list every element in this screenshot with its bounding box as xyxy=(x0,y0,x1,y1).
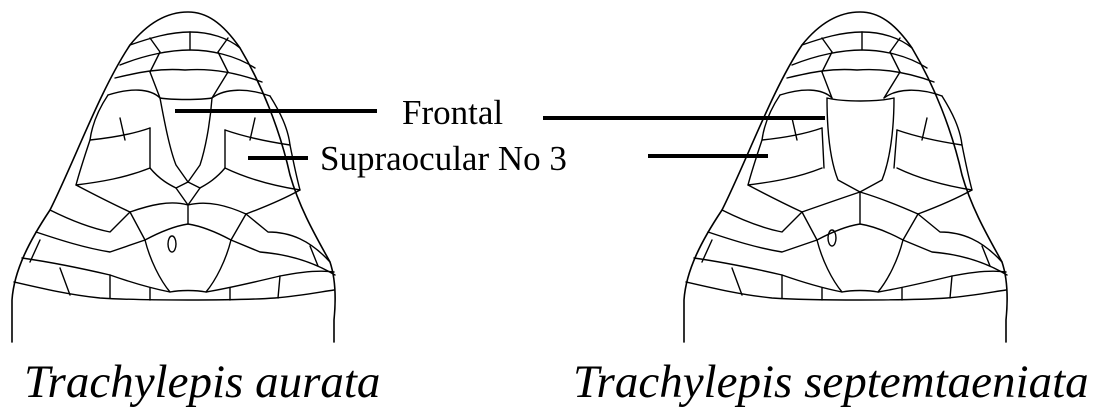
species-caption-left: Trachylepis aurata xyxy=(24,356,380,408)
parietal-eye-left xyxy=(168,236,176,252)
frontal-scale-right xyxy=(827,98,894,192)
frontal-label: Frontal xyxy=(402,93,503,132)
supraocular-label: Supraocular No 3 xyxy=(320,139,567,178)
head-drawing-right xyxy=(684,12,1007,342)
head-drawing-left xyxy=(12,12,335,342)
species-caption-right: Trachylepis septemtaeniata xyxy=(573,356,1089,408)
